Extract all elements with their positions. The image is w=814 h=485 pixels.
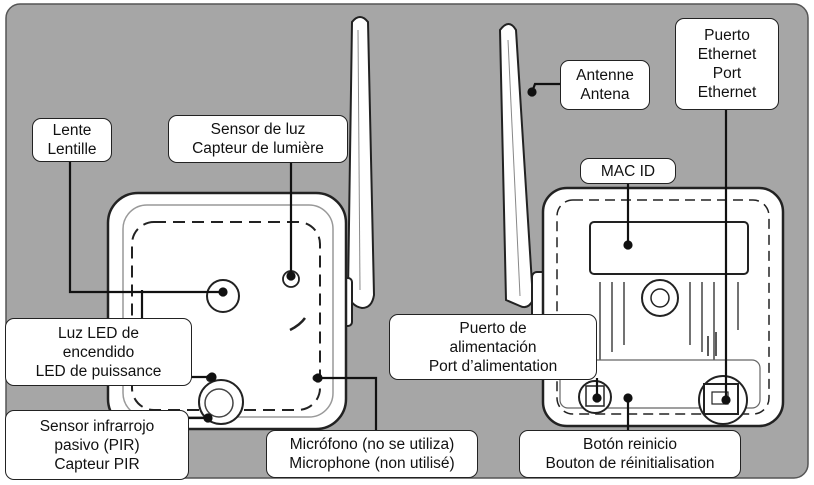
label-microfono-fr: Microphone (non utilisé) <box>289 455 455 472</box>
label-luz-led-line2: encendido <box>62 343 135 361</box>
label-reinicio-fr: Bouton de réinitialisation <box>545 455 715 472</box>
label-ethernet-line1: Puerto <box>704 27 750 44</box>
label-puerto-alimentacion: Puerto de alimentación Port d’alimentati… <box>389 314 597 380</box>
label-alim-line1: Puerto de <box>459 319 527 337</box>
label-mac-id-text: MAC ID <box>600 162 656 180</box>
label-lente-fr: Lentille <box>47 141 97 158</box>
label-mac-id: MAC ID <box>580 158 676 184</box>
label-puerto-ethernet: Puerto Ethernet Port Ethernet <box>675 18 779 110</box>
label-ethernet-line2: Ethernet <box>697 46 757 63</box>
label-lente-es: Lente <box>52 122 92 139</box>
label-microfono: Micrófono (no se utiliza) Microphone (no… <box>266 430 478 478</box>
mac-id-plate <box>589 221 749 275</box>
leader-microfono <box>318 376 378 432</box>
pir-sensor-inner <box>204 388 234 418</box>
label-luz-led-line1: Luz LED de <box>58 324 139 342</box>
label-microfono-es: Micrófono (no se utiliza) <box>289 436 455 453</box>
label-lente: Lente Lentille <box>32 118 112 162</box>
label-reinicio-es: Botón reinicio <box>583 436 677 453</box>
leader-lente <box>68 160 223 294</box>
label-ethernet-line3: Port <box>712 65 742 82</box>
label-luz-led: Luz LED de encendido LED de puissance <box>5 318 192 386</box>
label-antenne: Antenne Antena <box>560 60 650 110</box>
label-sensor-luz-es: Sensor de luz <box>210 121 306 138</box>
label-sensor-luz-fr: Capteur de lumière <box>192 140 324 157</box>
label-boton-reinicio: Botón reinicio Bouton de réinitialisatio… <box>519 430 741 478</box>
label-alim-line3: Port d’alimentation <box>428 357 558 375</box>
label-antenne-fr: Antenne <box>576 67 634 84</box>
label-pir-line2: pasivo (PIR) <box>54 436 140 454</box>
label-ethernet-line4: Ethernet <box>697 84 757 101</box>
label-luz-led-line3: LED de puissance <box>35 362 162 380</box>
label-pir-line3: Capteur PIR <box>54 455 140 473</box>
label-alim-line2: alimentación <box>449 338 537 356</box>
label-sensor-pir: Sensor infrarrojo pasivo (PIR) Capteur P… <box>5 410 189 480</box>
label-sensor-luz: Sensor de luz Capteur de lumière <box>168 115 348 163</box>
label-pir-line1: Sensor infrarrojo <box>39 417 155 435</box>
label-antenne-es: Antena <box>580 86 630 103</box>
leader-lines <box>68 82 731 432</box>
